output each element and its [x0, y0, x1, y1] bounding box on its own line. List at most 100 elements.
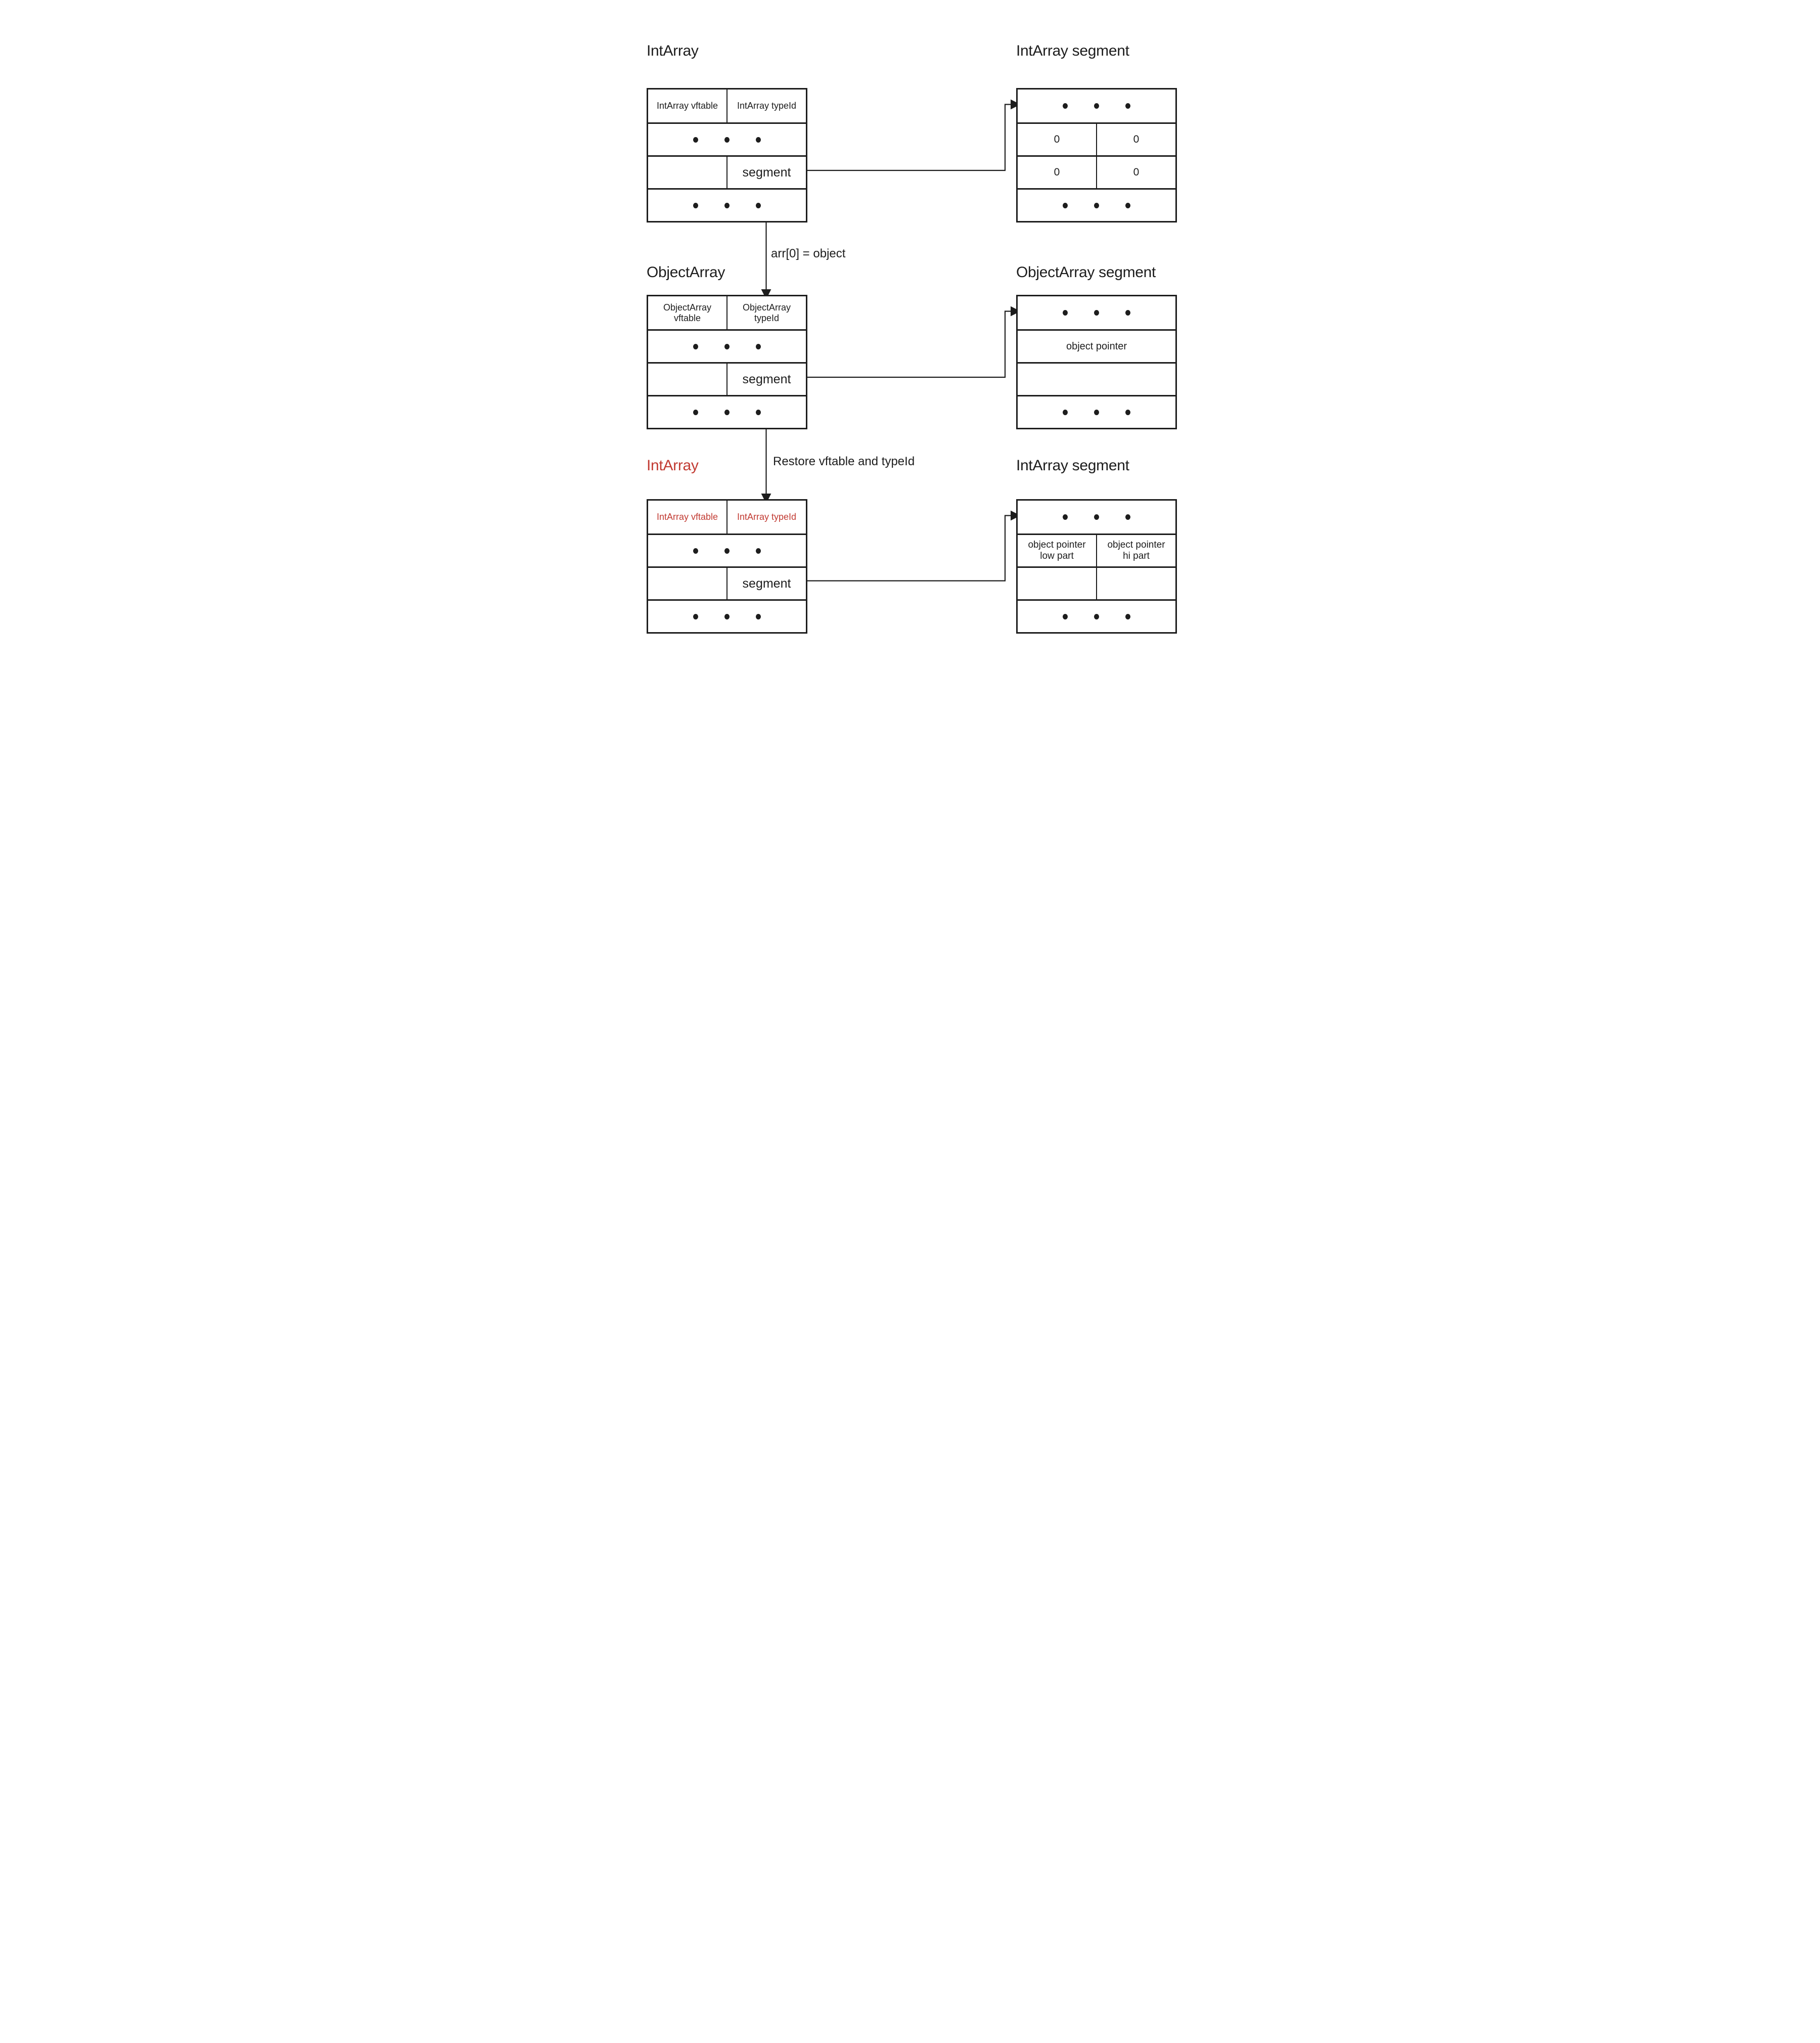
segment-cell: segment	[742, 576, 791, 591]
empty-row	[1018, 566, 1175, 599]
empty-cell	[648, 157, 727, 188]
dot	[1094, 514, 1099, 520]
header-row: IntArray vftable IntArray typeId	[648, 501, 806, 534]
title-objectarray-segment: ObjectArray segment	[1016, 264, 1156, 281]
title-intarray-segment-before: IntArray segment	[1016, 42, 1129, 59]
segment-pointer-arrow-2	[807, 306, 1021, 378]
ellipsis-row	[1018, 188, 1175, 221]
intarray-segment-table-before: 0 0 0 0	[1016, 88, 1177, 223]
object-pointer-hi-cell: object pointer hi part	[1107, 540, 1165, 561]
segment-row: segment	[648, 566, 806, 599]
vftable-cell: IntArray vftable	[648, 501, 727, 534]
segment-pointer-arrow-3	[807, 510, 1021, 582]
dot	[724, 202, 730, 208]
values-row: 0 0	[1018, 155, 1175, 188]
segment-cell: segment	[742, 372, 791, 386]
dot	[724, 343, 730, 349]
vftable-cell: ObjectArray vftable	[648, 296, 727, 329]
ellipsis-row	[1018, 501, 1175, 534]
empty-row	[1018, 362, 1175, 395]
dot	[1063, 310, 1068, 316]
dot	[756, 343, 761, 349]
dot	[1125, 613, 1130, 619]
dot	[724, 409, 730, 415]
dot	[1063, 409, 1068, 415]
title-objectarray: ObjectArray	[647, 264, 725, 281]
intarray-object-table-before: IntArray vftable IntArray typeId segment	[647, 88, 807, 223]
ellipsis-row	[648, 599, 806, 632]
ellipsis-row	[648, 534, 806, 566]
ellipsis-row	[1018, 296, 1175, 329]
objectarray-object-table: ObjectArray vftable ObjectArray typeId s…	[647, 295, 807, 429]
header-row: ObjectArray vftable ObjectArray typeId	[648, 296, 806, 329]
dot	[756, 202, 761, 208]
intarray-object-table-after: IntArray vftable IntArray typeId segment	[647, 499, 807, 634]
segment-pointer-arrow-1	[807, 99, 1021, 171]
dot	[693, 613, 698, 619]
ellipsis-row	[1018, 90, 1175, 122]
header-row: IntArray vftable IntArray typeId	[648, 90, 806, 122]
ellipsis-row	[648, 188, 806, 221]
title-intarray-segment-after: IntArray segment	[1016, 457, 1129, 474]
typeid-cell: ObjectArray typeId	[742, 302, 791, 323]
dot	[1094, 613, 1099, 619]
empty-cell	[648, 364, 727, 395]
dot	[756, 548, 761, 554]
dot	[724, 548, 730, 554]
object-pointer-parts-row: object pointer low part object pointer h…	[1018, 534, 1175, 566]
restore-label: Restore vftable and typeId	[773, 455, 915, 468]
segment-row: segment	[648, 362, 806, 395]
dot	[724, 613, 730, 619]
dot	[693, 548, 698, 554]
typeid-cell: IntArray typeId	[737, 512, 797, 522]
typeid-cell: IntArray typeId	[737, 101, 797, 111]
dot	[1125, 310, 1130, 316]
dot	[1063, 514, 1068, 520]
dot	[1063, 613, 1068, 619]
title-intarray-before: IntArray	[647, 42, 699, 59]
dot	[1125, 514, 1130, 520]
object-pointer-cell: object pointer	[1066, 340, 1127, 352]
dot	[1094, 202, 1099, 208]
dot	[693, 137, 698, 143]
segment-cell: segment	[742, 165, 791, 180]
assignment-label: arr[0] = object	[771, 247, 846, 260]
empty-cell	[648, 568, 727, 599]
dot	[756, 613, 761, 619]
int-value-cell: 0	[1018, 157, 1097, 188]
object-pointer-low-cell: object pointer low part	[1018, 535, 1097, 566]
dot	[756, 137, 761, 143]
title-intarray-after: IntArray	[647, 457, 699, 474]
int-value-cell: 0	[1018, 124, 1097, 155]
dot	[1063, 103, 1068, 109]
dot	[756, 409, 761, 415]
int-value-cell: 0	[1133, 133, 1140, 145]
dot	[1125, 202, 1130, 208]
objectarray-segment-table: object pointer	[1016, 295, 1177, 429]
dot	[1094, 310, 1099, 316]
segment-row: segment	[648, 155, 806, 188]
dot	[1125, 103, 1130, 109]
memory-layout-diagram: IntArray IntArray segment ObjectArray Ob…	[607, 0, 1213, 681]
dot	[1125, 409, 1130, 415]
empty-cell	[1018, 364, 1175, 395]
dot	[1063, 202, 1068, 208]
empty-cell	[1097, 568, 1175, 599]
ellipsis-row	[1018, 395, 1175, 428]
int-value-cell: 0	[1133, 166, 1140, 178]
dot	[693, 409, 698, 415]
ellipsis-row	[1018, 599, 1175, 632]
dot	[693, 343, 698, 349]
empty-cell	[1018, 568, 1097, 599]
dot	[693, 202, 698, 208]
vftable-cell: IntArray vftable	[648, 90, 727, 122]
object-pointer-row: object pointer	[1018, 329, 1175, 362]
dot	[724, 137, 730, 143]
ellipsis-row	[648, 395, 806, 428]
dot	[1094, 103, 1099, 109]
ellipsis-row	[648, 122, 806, 155]
intarray-segment-table-after: object pointer low part object pointer h…	[1016, 499, 1177, 634]
dot	[1094, 409, 1099, 415]
ellipsis-row	[648, 329, 806, 362]
values-row: 0 0	[1018, 122, 1175, 155]
